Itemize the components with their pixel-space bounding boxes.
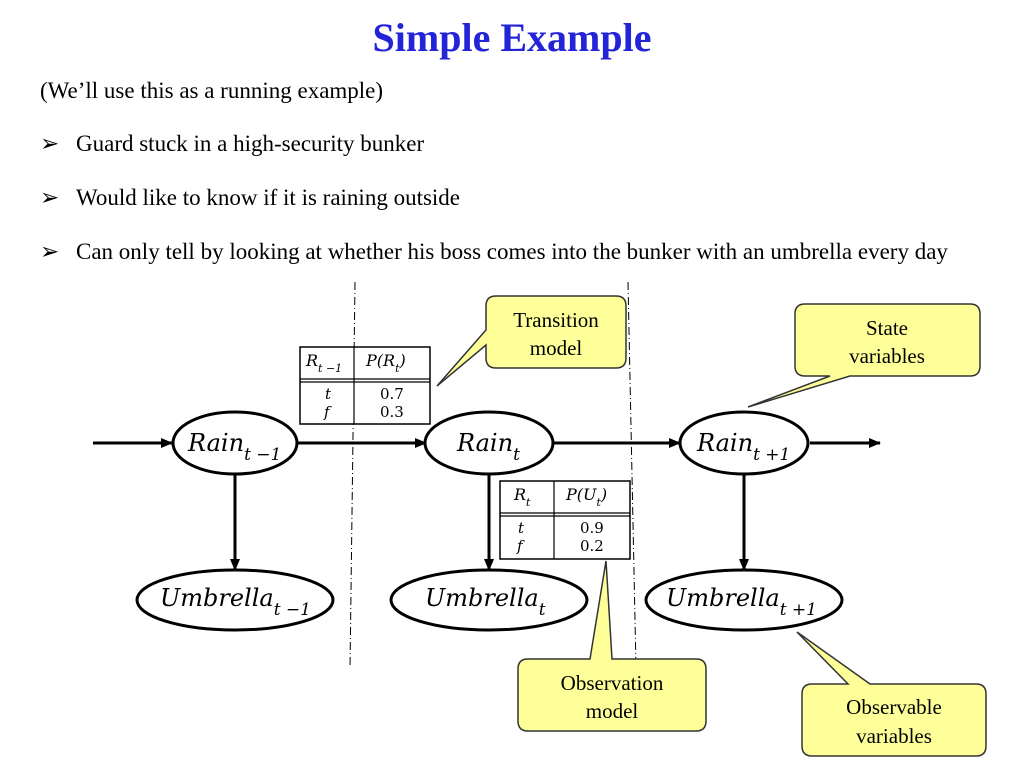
node-umbrella-t: Umbrellat: [389, 568, 589, 632]
table-cell: 0.9: [580, 519, 604, 537]
bullet-item: ➢Guard stuck in a high-security bunker: [40, 128, 1000, 159]
arrow-bullet-icon: ➢: [40, 239, 60, 264]
node-umbrella-t-plus-1: Umbrellat +1: [644, 568, 844, 632]
node-umbrella-t-minus-1: Umbrellat −1: [135, 568, 335, 632]
svg-text:Umbrellat: Umbrellat: [425, 584, 546, 620]
svg-text:variables: variables: [856, 724, 932, 748]
arrow-bullet-icon: ➢: [40, 131, 60, 156]
table-header: P(Rt): [365, 351, 406, 375]
table-cell: f: [323, 403, 332, 421]
svg-text:Umbrellat +1: Umbrellat +1: [666, 584, 817, 620]
table-cell: t: [518, 519, 525, 537]
transition-cpt-table: Rt −1 P(Rt) t 0.7 f 0.3: [299, 346, 431, 425]
callout-observable-variables: Observable variables: [796, 631, 987, 757]
callout-observation-model: Observation model: [517, 560, 707, 732]
bullet-item: ➢Would like to know if it is raining out…: [40, 182, 1000, 213]
node-rain-t: Raint: [423, 410, 555, 476]
callout-transition-model: Transition model: [436, 295, 627, 387]
table-cell: 0.2: [580, 537, 604, 555]
svg-text:variables: variables: [849, 344, 925, 368]
table-header: Rt: [513, 485, 531, 509]
table-header: P(Ut): [565, 485, 607, 509]
observation-cpt-table: Rt P(Ut) t 0.9 f 0.2: [499, 480, 631, 560]
svg-text:Umbrellat −1: Umbrellat −1: [160, 584, 311, 620]
table-cell: 0.3: [380, 403, 404, 421]
bullet-list: ➢Guard stuck in a high-security bunker ➢…: [40, 128, 1000, 290]
svg-text:Raint +1: Raint +1: [696, 429, 790, 465]
svg-text:Raint −1: Raint −1: [187, 429, 281, 465]
svg-text:Transition: Transition: [513, 308, 599, 332]
intro-text: (We’ll use this as a running example): [40, 78, 384, 103]
bullet-item: ➢Can only tell by looking at whether his…: [40, 236, 966, 267]
node-rain-t-plus-1: Raint +1: [678, 410, 810, 476]
slice-divider: [627, 281, 637, 669]
svg-text:Raint: Raint: [456, 429, 520, 465]
svg-text:model: model: [530, 336, 583, 360]
node-rain-t-minus-1: Raint −1: [171, 410, 299, 476]
page-title: Simple Example: [372, 15, 652, 60]
table-header: Rt −1: [305, 351, 342, 375]
svg-text:model: model: [586, 699, 639, 723]
svg-text:Observable: Observable: [846, 695, 942, 719]
table-cell: 0.7: [380, 385, 404, 403]
table-cell: f: [516, 537, 525, 555]
slice-divider: [349, 281, 356, 669]
callout-state-variables: State variables: [747, 303, 981, 408]
svg-text:Observation: Observation: [561, 671, 664, 695]
table-cell: t: [325, 385, 332, 403]
svg-text:State: State: [866, 316, 908, 340]
arrow-bullet-icon: ➢: [40, 185, 60, 210]
